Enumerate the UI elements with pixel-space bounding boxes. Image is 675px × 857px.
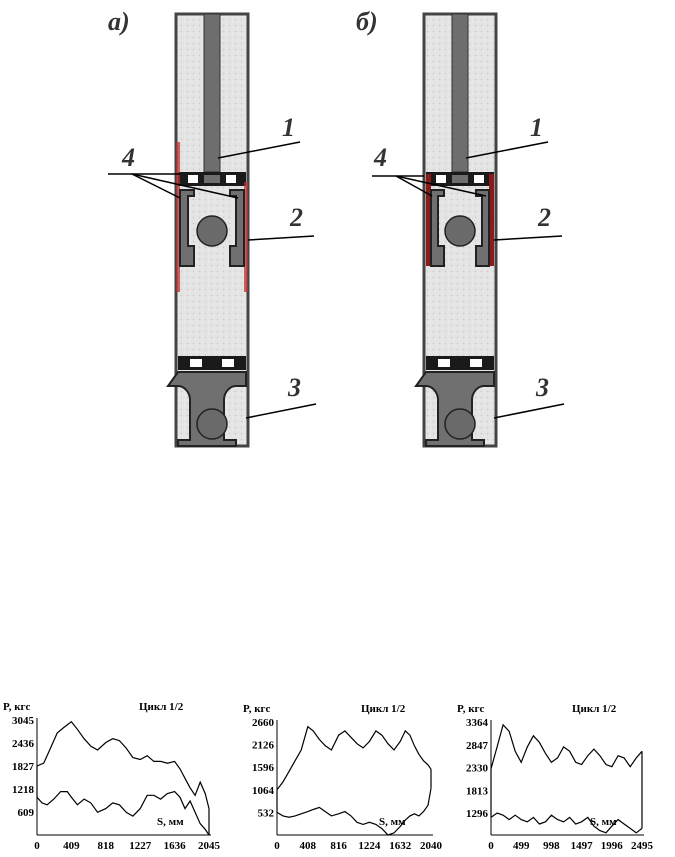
x-tick-label: 1996	[601, 840, 624, 852]
travelling-ball-b	[445, 216, 475, 246]
y-tick-label: 1813	[466, 785, 489, 797]
callout-4-b: 4	[373, 143, 387, 172]
x-tick-label: 1224	[358, 840, 381, 852]
x-tick-label: 1497	[571, 840, 594, 852]
series-line-upper	[277, 727, 431, 790]
y-tick-label: 532	[258, 807, 275, 819]
chart-1: P, кгс Цикл 1/2 S, мм 0 409 818 1227 1636 2045 60…	[3, 701, 221, 852]
y-tick-label: 2436	[12, 738, 35, 750]
x-axis-label: S, мм	[379, 816, 406, 828]
leader-2-a	[248, 236, 314, 240]
callout-4-a: 4	[121, 143, 135, 172]
x-tick-label: 998	[543, 840, 560, 852]
x-axis-label: S, мм	[157, 816, 184, 828]
standing-ball-b	[445, 409, 475, 439]
x-tick-label: 408	[300, 840, 317, 852]
y-tick-label: 1596	[252, 762, 275, 774]
callout-3-b: 3	[535, 373, 549, 402]
y-axis-label: P, кгс	[243, 703, 271, 715]
lower-cage-a	[178, 356, 246, 370]
y-tick-label: 2660	[252, 717, 275, 729]
chart-2: P, кгс Цикл 1/2 S, мм 0 408 816 1224 1632 2040 53…	[243, 703, 443, 852]
y-tick-label: 1827	[12, 761, 35, 773]
series-line-upper	[37, 722, 209, 809]
y-axis-label: P, кгс	[457, 703, 485, 715]
y-tick-label: 1296	[466, 808, 489, 820]
chart-title: Цикл 1/2	[572, 703, 617, 715]
chart-title: Цикл 1/2	[361, 703, 406, 715]
x-tick-label: 0	[488, 840, 494, 852]
diagram-a: а) 1 2 3 4	[108, 7, 316, 446]
callout-2-b: 2	[537, 203, 551, 232]
y-tick-label: 1064	[252, 785, 275, 797]
lower-cage-b	[426, 356, 494, 370]
y-tick-label: 3364	[466, 717, 489, 729]
y-tick-label: 609	[18, 807, 35, 819]
callout-1-a: 1	[282, 113, 295, 142]
callout-1-b: 1	[530, 113, 543, 142]
series-line-lower	[37, 792, 209, 835]
x-tick-label: 409	[63, 840, 80, 852]
y-axis-label: P, кгс	[3, 701, 31, 713]
x-tick-label: 818	[98, 840, 115, 852]
leader-2-b	[494, 236, 562, 240]
y-tick-label: 1218	[12, 784, 35, 796]
leader-4a-a	[132, 174, 180, 198]
x-tick-label: 0	[34, 840, 40, 852]
x-tick-label: 1227	[129, 840, 152, 852]
leader-3-a	[246, 404, 316, 418]
y-tick-label: 2847	[466, 740, 489, 752]
series-line-upper	[491, 725, 642, 769]
series-line-lower	[277, 788, 431, 835]
leader-3-b	[494, 404, 564, 418]
x-tick-label: 816	[330, 840, 347, 852]
x-tick-label: 2045	[198, 840, 221, 852]
sucker-rod-b	[452, 14, 468, 172]
series-line-lower	[491, 813, 642, 833]
y-tick-label: 2330	[466, 763, 489, 775]
dynamogram-charts: P, кгс Цикл 1/2 S, мм 0 409 818 1227 1636 2045 60…	[3, 701, 654, 852]
x-tick-label: 1636	[164, 840, 187, 852]
panel-a-label: а)	[108, 7, 130, 36]
diagram-b: б) 1 2 3 4	[356, 7, 564, 446]
x-tick-label: 2040	[420, 840, 443, 852]
panel-b-label: б)	[356, 7, 378, 36]
sucker-rod-a	[204, 14, 220, 172]
x-tick-label: 1632	[389, 840, 412, 852]
standing-ball-a	[197, 409, 227, 439]
callout-2-a: 2	[289, 203, 303, 232]
y-tick-label: 2126	[252, 740, 275, 752]
chart-title: Цикл 1/2	[139, 701, 184, 713]
x-tick-label: 2495	[631, 840, 654, 852]
x-tick-label: 499	[513, 840, 530, 852]
y-tick-label: 3045	[12, 715, 35, 727]
x-tick-label: 0	[274, 840, 280, 852]
callout-3-a: 3	[287, 373, 301, 402]
travelling-ball-a	[197, 216, 227, 246]
